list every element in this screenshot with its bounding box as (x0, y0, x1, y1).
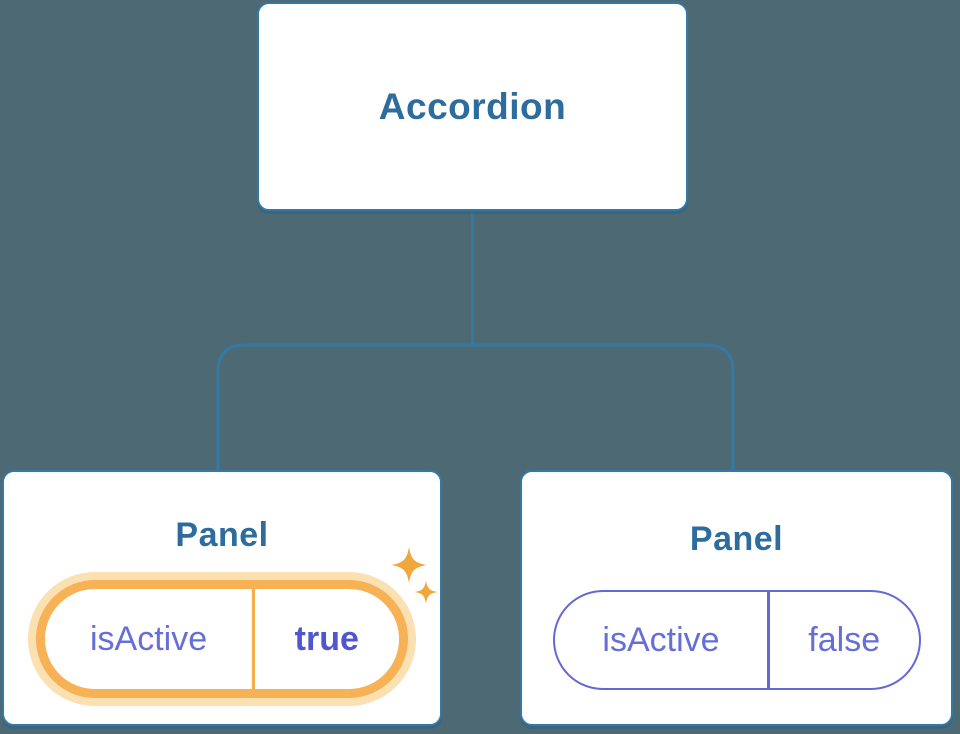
state-prop-value: false (808, 620, 881, 659)
sparkle-large (391, 547, 427, 583)
state-prop-value: true (294, 619, 359, 658)
state-pill-inactive: isActive false (552, 590, 921, 690)
tree-node-panel-active: Panel isActive true (2, 470, 442, 726)
state-pill-active: isActive true (36, 580, 408, 698)
pill-divider (767, 592, 770, 688)
state-prop-name: isActive (602, 620, 720, 659)
sparkle-small (414, 580, 438, 604)
sparkles-icon (391, 547, 438, 604)
panel-label: Panel (175, 516, 269, 554)
panel-label: Panel (689, 520, 784, 558)
accordion-label: Accordion (378, 85, 567, 127)
tree-node-accordion: Accordion (257, 2, 688, 211)
pill-divider (252, 589, 255, 689)
tree-node-panel-inactive: Panel isActive false (520, 470, 953, 726)
connector-bracket (216, 343, 735, 471)
state-prop-name: isActive (89, 619, 208, 658)
